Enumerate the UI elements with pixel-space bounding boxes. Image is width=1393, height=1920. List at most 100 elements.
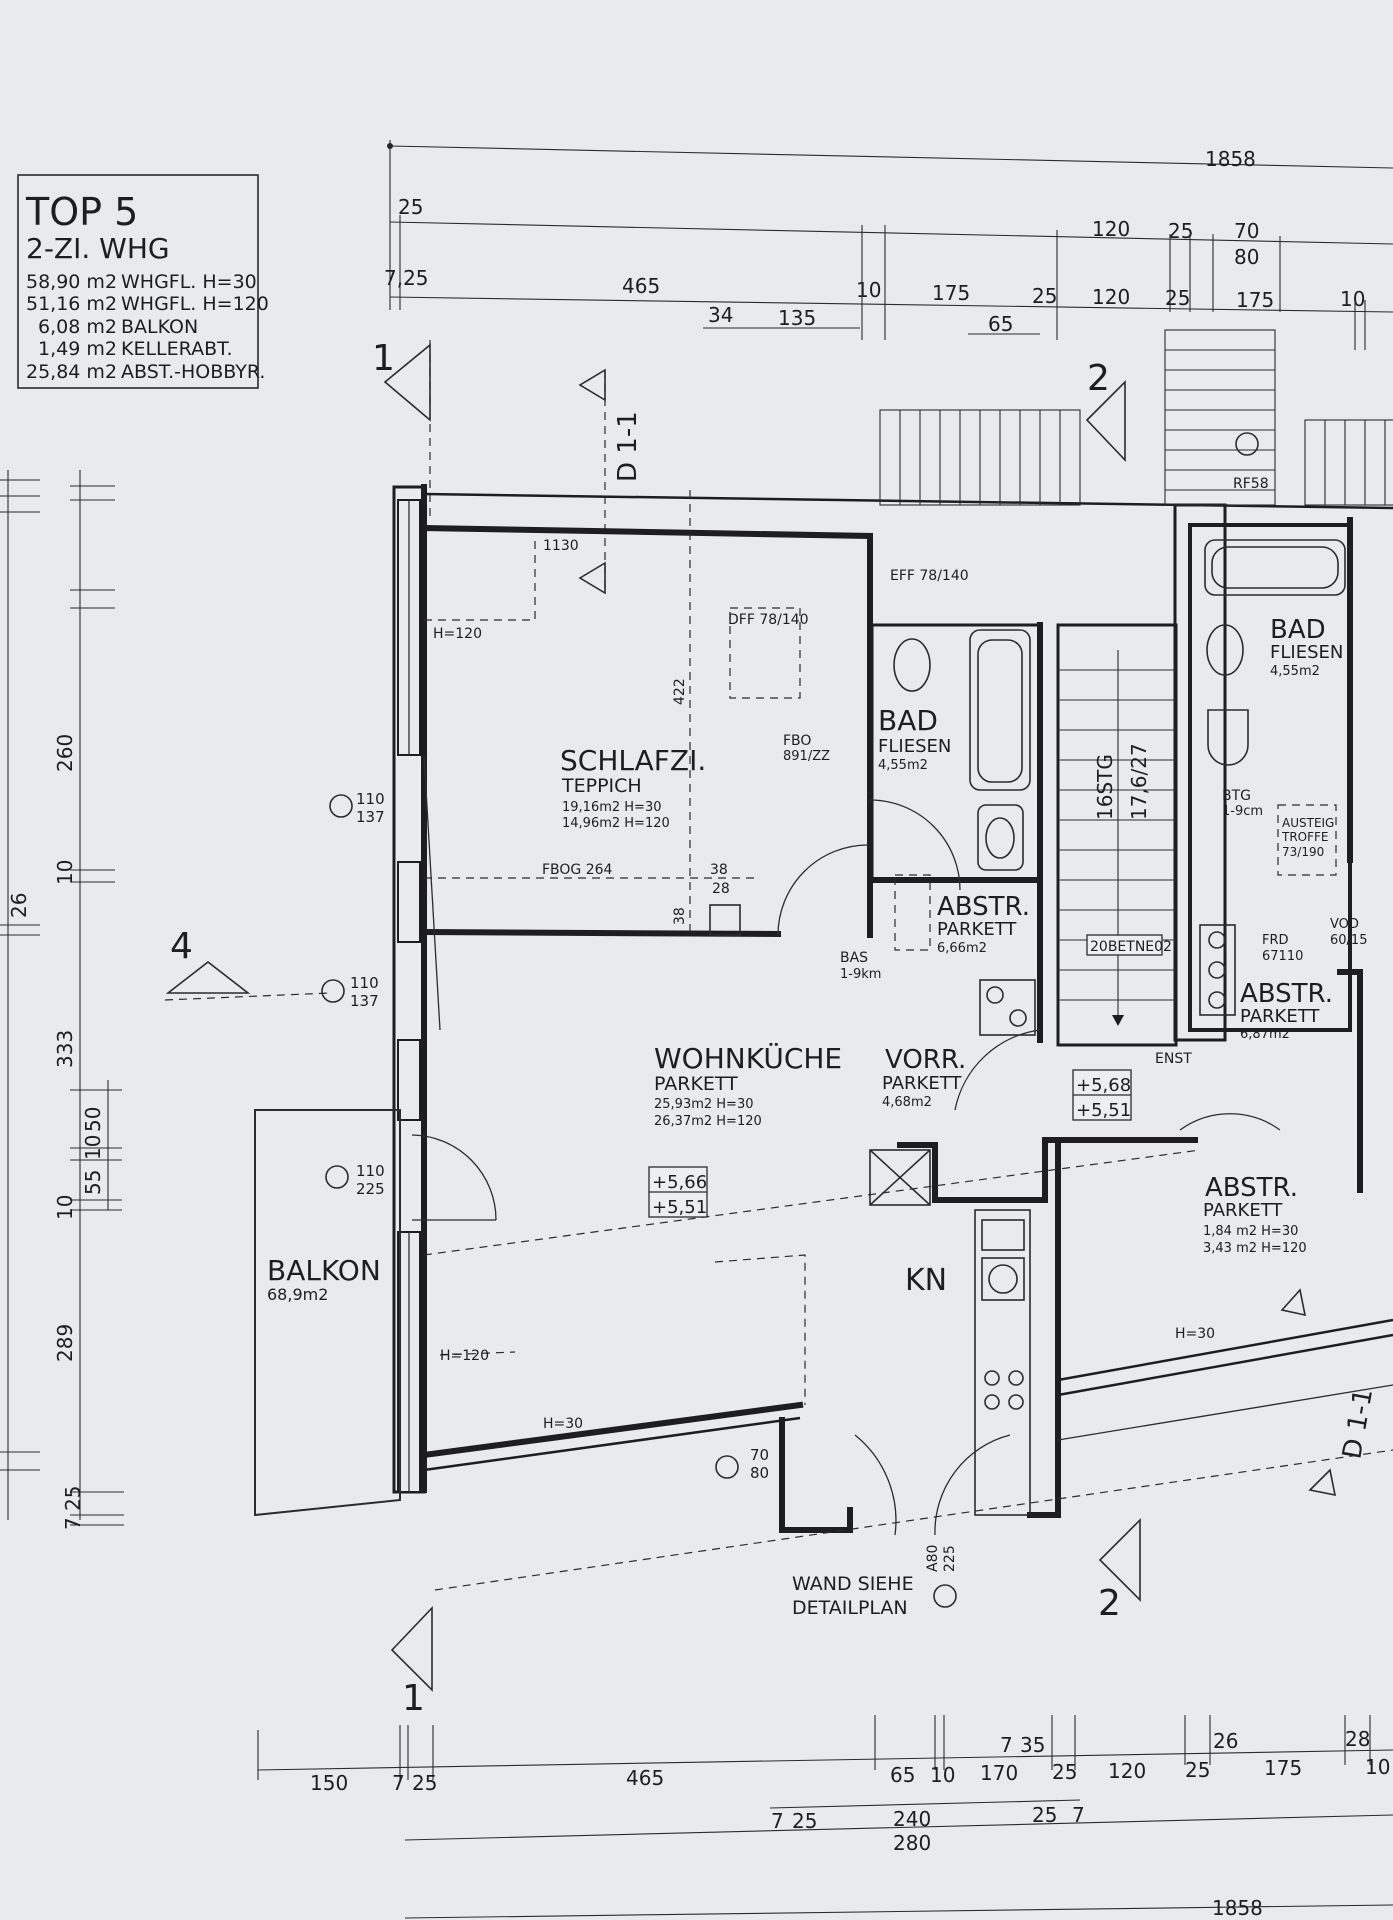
dim-label: 10 (930, 1763, 955, 1787)
window-size: 225 (356, 1180, 385, 1198)
shaft (869, 1149, 931, 1206)
dim-line-3 (389, 296, 1393, 313)
section-marker-1-bottom (390, 1606, 433, 1692)
room-schlafzi-name: SCHLAFZI. (560, 744, 706, 777)
dim-line-bottom-2 (404, 1814, 1393, 1841)
legend-label: KELLERABT. (121, 338, 233, 360)
section-label-2-bottom: 2 (1098, 1583, 1121, 1624)
note-troffe-value: 73/190 (1282, 845, 1324, 859)
legend-label: WHGFL. H=30 (121, 271, 257, 293)
legend-subtitle: 2-ZI. WHG (26, 232, 170, 265)
note-btg: BTG (1222, 788, 1251, 804)
dim-label: 70 (1234, 219, 1259, 243)
room-schlafzi-area1: 19,16m2 H=30 (562, 800, 662, 815)
window-markers: 110 137 110 137 110 225 70 80 RF58 (321, 432, 1269, 1482)
section-label-1-top: 1 (372, 338, 395, 379)
note-vod-value: 60/15 (1330, 933, 1367, 948)
dashed-h120 (439, 1351, 516, 1356)
dim-label: 25 (412, 1771, 437, 1795)
legend-label: ABST.-HOBBYR. (121, 361, 265, 383)
room-kn-name: KN (905, 1263, 947, 1298)
stair-treads-c (1324, 420, 1386, 505)
dim-label: 25 (1168, 219, 1193, 243)
door-size-b: 225 (942, 1545, 958, 1572)
left-dimensions: 260 10 26 333 50 10 55 10 289 7 25 (0, 470, 124, 1530)
dim-label: 25 (1052, 1760, 1077, 1784)
note-bas-value: 1-9km (840, 967, 881, 982)
dim-label: 10 (1340, 287, 1365, 311)
note-fbo-value: 891/ZZ (783, 749, 830, 764)
wall-right-lower (1337, 969, 1363, 1193)
level-stair-top: +5,68 (1076, 1075, 1131, 1096)
window-marker (715, 1455, 739, 1479)
window-marker (325, 1165, 349, 1189)
room-abstr2-name: ABSTR. (1240, 979, 1333, 1009)
window-size: 70 (750, 1446, 769, 1464)
window-swing (423, 754, 441, 1031)
note-38b: 38 (672, 907, 688, 925)
dim-label: 465 (622, 274, 660, 298)
window-size: 137 (350, 992, 379, 1010)
legend-value: 58,90 m2 (26, 271, 117, 293)
dim-label: 175 (932, 281, 970, 305)
rf-label: RF58 (1233, 476, 1269, 492)
hatch-outline (1277, 804, 1337, 876)
note-frd-value: 67110 (1262, 949, 1303, 964)
dim-total-bottom: 1858 (1212, 1896, 1263, 1920)
meter-box (979, 979, 1036, 1036)
room-labels: SCHLAFZI. TEPPICH 19,16m2 H=30 14,96m2 H… (560, 615, 1343, 1298)
section-label-1-bottom: 1 (402, 1678, 425, 1719)
dim-label: 120 (1092, 285, 1130, 309)
door-swing-bath (869, 799, 961, 891)
corridor-line (1057, 1384, 1393, 1441)
wall-bedroom-bottom (420, 928, 782, 938)
dim-line-2 (389, 221, 1393, 245)
d11-marker-b (578, 561, 606, 595)
stair-treads-a (899, 410, 1061, 505)
d11-label-top: D 1-1 (613, 411, 643, 482)
bathtub-1-inner (977, 639, 1023, 783)
level-stair-bottom: +5,51 (1076, 1100, 1131, 1121)
dim-label: 7 (1000, 1733, 1013, 1757)
fixtures (709, 539, 1346, 1516)
section-marker-4 (165, 960, 251, 994)
dim-line-bottom-3 (769, 1799, 1081, 1809)
wall-living-south (420, 1401, 804, 1459)
stair-upper-right (1304, 419, 1393, 506)
dim-label: 260 (53, 734, 77, 772)
wall-entry (779, 1417, 853, 1533)
dim-label: 280 (893, 1831, 931, 1855)
note-dff: DFF 78/140 (728, 612, 809, 628)
note-eff: EFF 78/140 (890, 568, 969, 584)
section-label-4: 4 (170, 926, 193, 967)
stair-upper-middle (1164, 329, 1276, 506)
note-detail: DETAILPLAN (792, 1597, 908, 1619)
skylight-dff (729, 607, 801, 699)
balcony: BALKON 68,9m2 (254, 1109, 497, 1517)
window-marker (329, 794, 353, 818)
meter-dial (1009, 1009, 1027, 1027)
note-fbog: FBOG 264 (542, 862, 613, 878)
note-fbo: FBO (783, 733, 811, 749)
dim-label: 120 (1108, 1759, 1146, 1783)
window-size: 80 (750, 1464, 769, 1482)
dim-label: 25 (1032, 284, 1057, 308)
dashed-bedroom (424, 535, 536, 621)
note-wand: WAND SIEHE (792, 1573, 914, 1595)
meter-dial (1208, 961, 1226, 979)
bathtub-2-inner (1211, 546, 1339, 589)
note-bas: BAS (840, 950, 868, 966)
dim-line-bottom-total (404, 1904, 1393, 1919)
d11-label-bottom: D 1-1 (1337, 1386, 1379, 1461)
dim-label: 240 (893, 1807, 931, 1831)
wall-kn-bottom (1027, 1497, 1061, 1518)
toilet-2 (1206, 624, 1244, 676)
room-vorr-floor: PARKETT (882, 1073, 962, 1094)
window-size: 110 (350, 974, 379, 992)
dim-label: 135 (778, 306, 816, 330)
kitchen-sink-bowl (988, 1264, 1018, 1294)
dim-label: 7,25 (384, 266, 429, 290)
rf-marker (1235, 432, 1259, 456)
note-h30-living: H=30 (543, 1416, 583, 1432)
room-bad2-name: BAD (1270, 615, 1326, 645)
